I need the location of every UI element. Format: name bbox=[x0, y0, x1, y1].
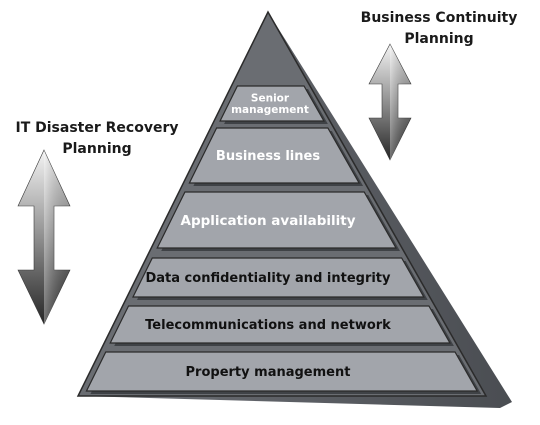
pyramid-band bbox=[132, 257, 425, 298]
pyramid-layer-label: Business lines bbox=[216, 149, 320, 164]
it-disaster-recovery-label: IT Disaster Recovery Planning bbox=[15, 120, 179, 157]
pyramid-band bbox=[188, 127, 361, 184]
pyramid-layer-label: Property management bbox=[186, 365, 351, 380]
pyramid-band bbox=[109, 305, 451, 344]
pyramid-band bbox=[219, 85, 325, 122]
it-recovery-double-arrow bbox=[17, 149, 71, 325]
pyramid-layer-label: Telecommunications and network bbox=[145, 318, 391, 333]
business-continuity-double-arrow bbox=[368, 43, 412, 161]
business-continuity-label: Business Continuity Planning bbox=[360, 10, 518, 47]
pyramid-layer-label: Application availability bbox=[181, 213, 356, 229]
pyramid-layer-label: Senior bbox=[251, 93, 290, 105]
pyramid-band bbox=[85, 351, 479, 392]
pyramid-layer-label: management bbox=[231, 104, 309, 116]
pyramid-band bbox=[156, 191, 398, 249]
pyramid-layer-label: Data confidentiality and integrity bbox=[145, 271, 391, 286]
